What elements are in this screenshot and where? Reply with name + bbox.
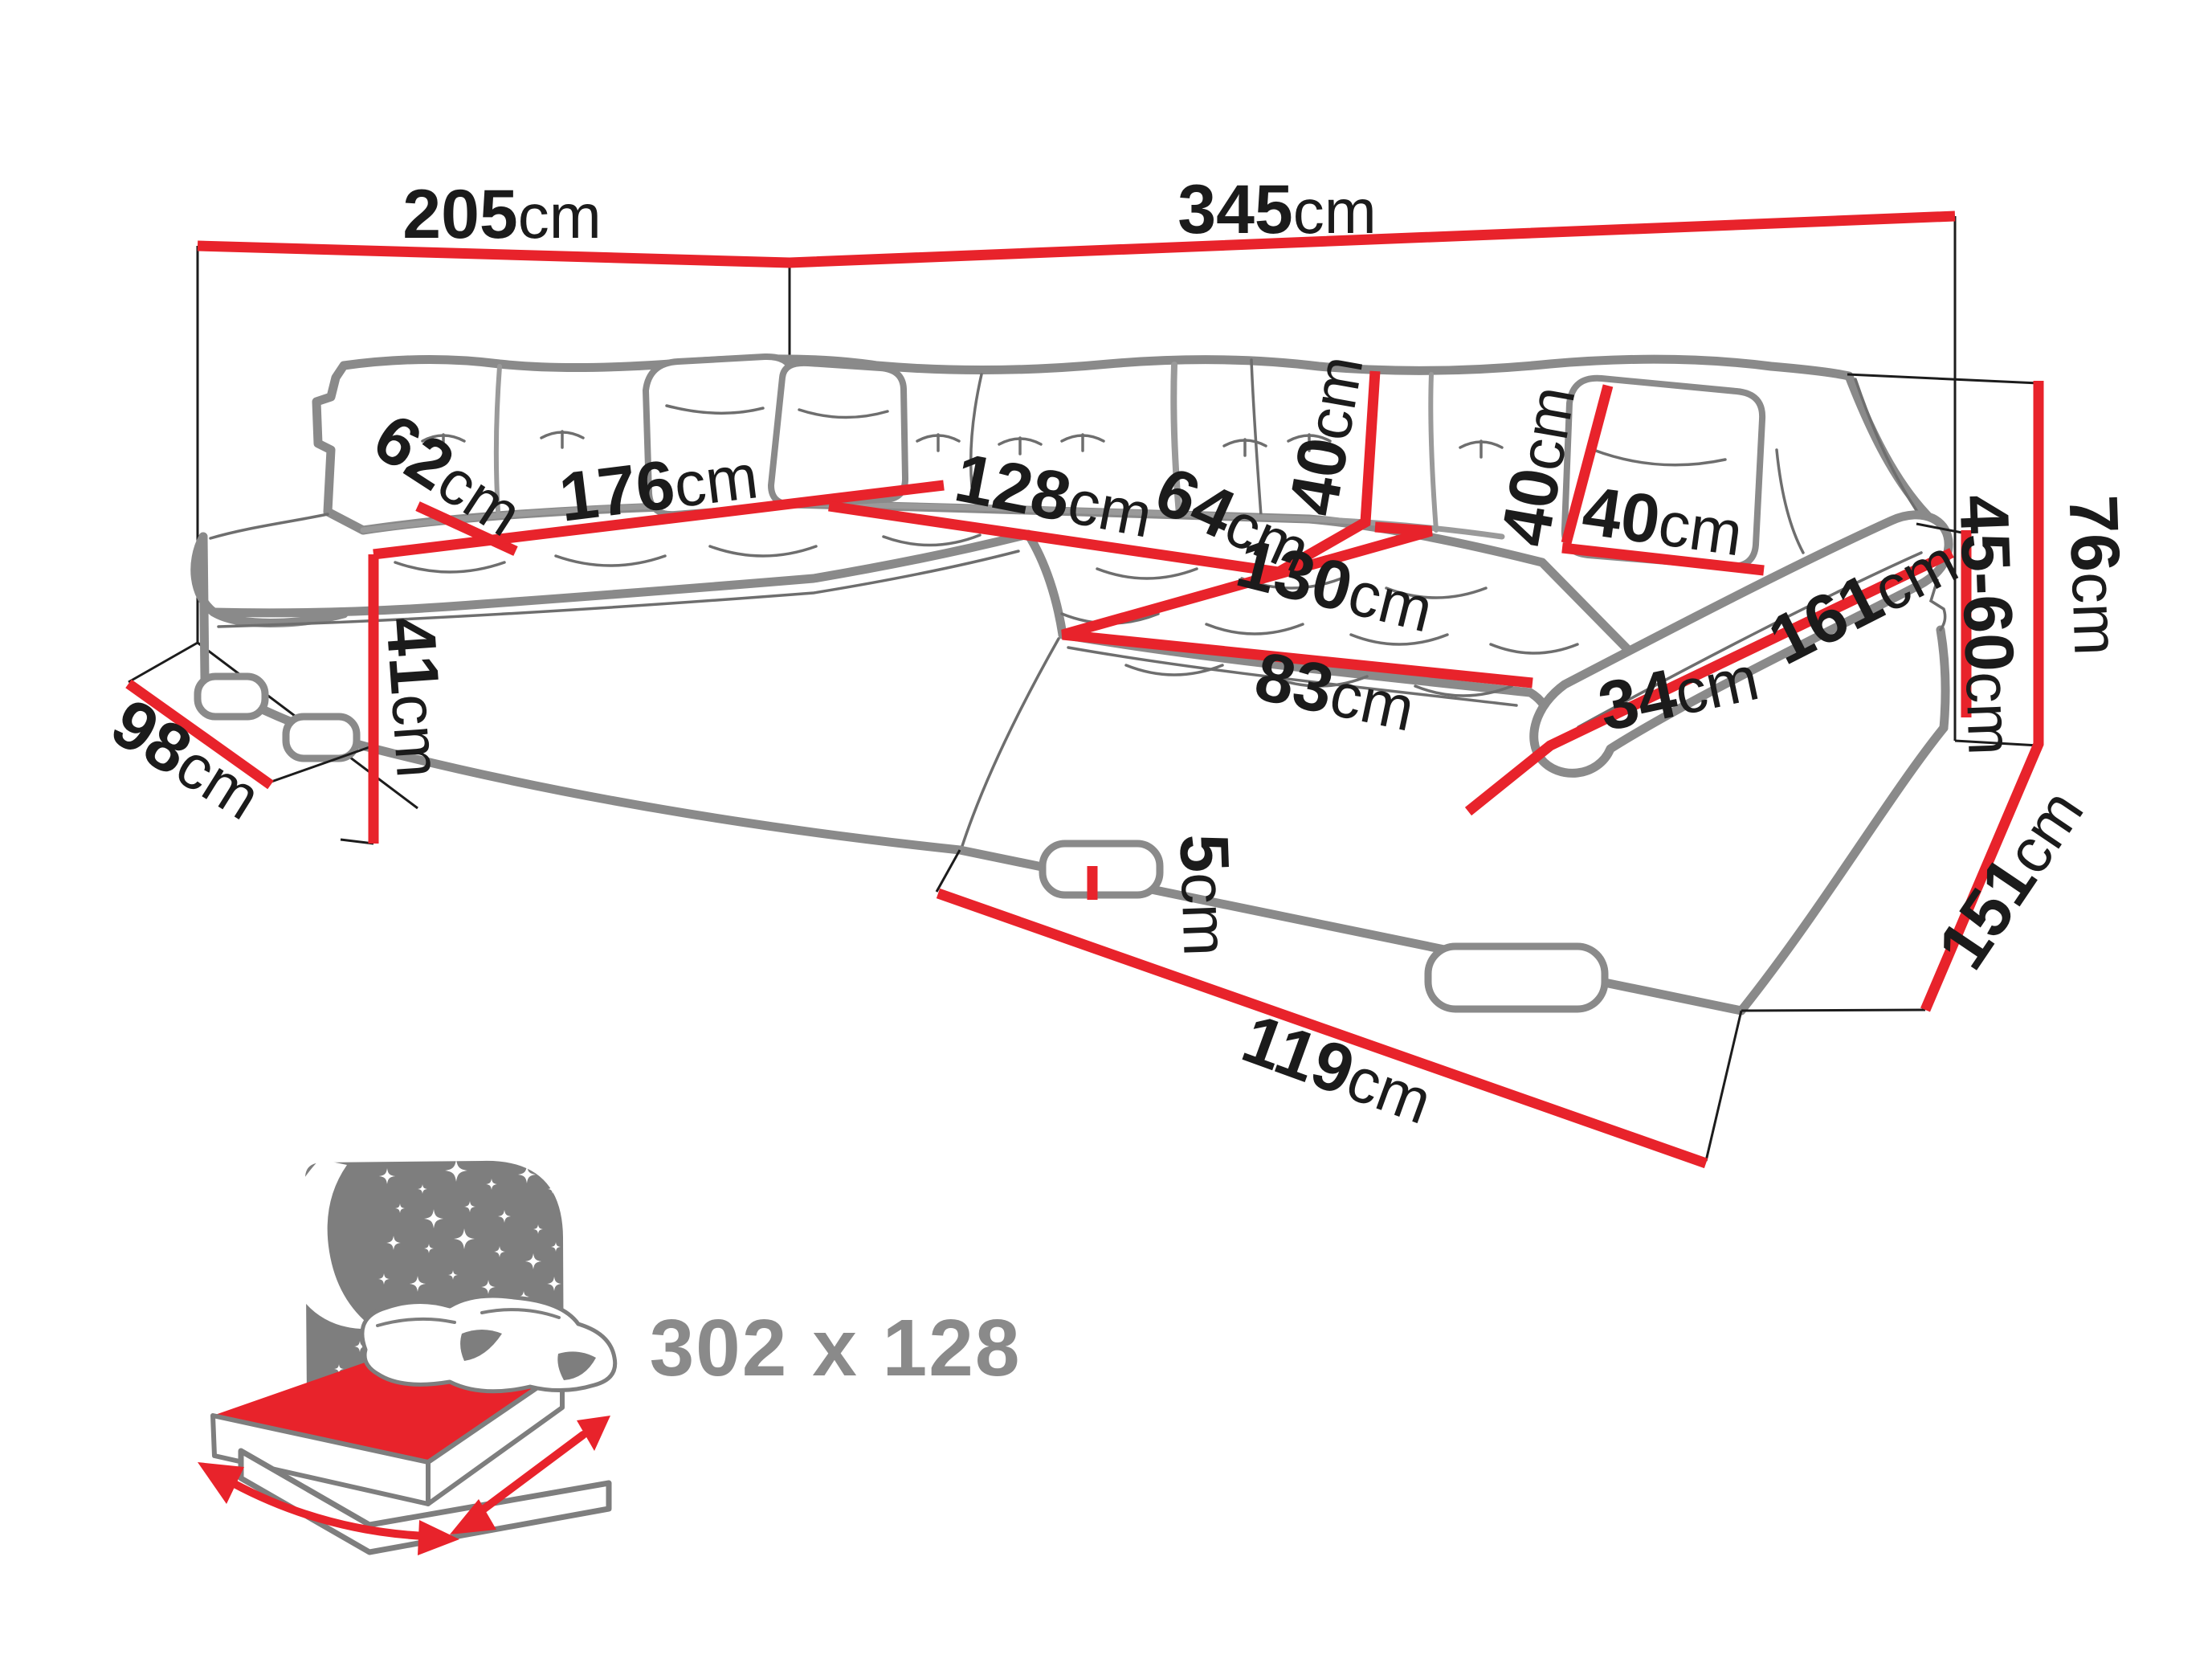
sofa-right-side-edge <box>1936 625 1950 733</box>
seat-tuft-marks <box>394 533 1579 697</box>
dim-label-back-total-width: 345cm <box>1177 171 1376 248</box>
armrest-crease <box>1577 551 1923 729</box>
backrest-seam <box>493 364 502 513</box>
dimension-line-chaise-front-width <box>936 888 1708 1169</box>
chaise-piping <box>1067 646 1518 707</box>
backrest-seam <box>1170 362 1182 517</box>
duvet-fold <box>557 1351 596 1380</box>
backrest-seam <box>1428 372 1439 533</box>
pillow-crease <box>798 408 889 419</box>
left-cushion-edge <box>209 513 329 540</box>
pillow-crease <box>1592 448 1727 467</box>
arrowhead <box>418 1520 459 1555</box>
dim-label-left-seat-length: 176cm <box>555 435 761 536</box>
ext-total-height-top <box>1847 373 2039 385</box>
ext-chaise-side-bottom <box>1741 1008 1926 1012</box>
dimension-line-wall-widths <box>197 210 1956 268</box>
dimension-line-back-seat-length <box>828 370 1381 578</box>
dim-label-chaise-front-width: 119cm <box>1233 999 1443 1138</box>
dimension-arrow-width <box>229 1479 428 1540</box>
seat-front-edge-long <box>209 529 1033 618</box>
dim-label-backrest-height: 40cm <box>1274 349 1377 521</box>
dimension-line-total-height-side <box>1920 381 2044 1012</box>
moon-crescent <box>282 1159 374 1330</box>
backrest-seam <box>969 373 983 488</box>
pillow-crease <box>665 404 765 415</box>
dimension-lines <box>125 210 2044 1169</box>
sofa-bottom-right-edge <box>1737 723 1949 1015</box>
dimension-line-left-side-depth <box>125 679 274 790</box>
extension-lines <box>128 373 2039 1162</box>
dimension-line-left-seat-length <box>373 480 945 560</box>
dimension-line-chaise-depth-front <box>1061 521 1533 689</box>
sofa-leg <box>1039 840 1164 899</box>
dim-label-total-height: 76cm <box>2055 494 2137 657</box>
backrest-seam <box>1250 358 1263 517</box>
seat-piping <box>217 550 1020 628</box>
sofa-leg <box>194 672 269 721</box>
dim-label-pillow-width: 40cm <box>1578 472 1748 571</box>
armrest-step <box>1928 578 1947 631</box>
dim-label-seat-height: 41cm <box>371 615 459 780</box>
ext-left-depth-bottom <box>268 746 370 784</box>
arrowhead <box>577 1416 610 1451</box>
dim-label-armrest-width: 34cm <box>1592 637 1765 746</box>
pillow-crease <box>376 1317 456 1327</box>
arrowhead <box>198 1462 244 1504</box>
chaise-left-edge <box>1023 529 1067 639</box>
sleeping-area-label: 302 x 128 <box>650 1303 1022 1393</box>
bed-base-edge <box>239 1449 611 1528</box>
ext-chaise-front-right <box>1704 1010 1743 1162</box>
dim-label-leg-height: 5cm <box>1165 832 1246 957</box>
ext-chaise-front-left <box>935 849 961 893</box>
seat-back-junction <box>360 501 1505 540</box>
ext-seat-height-bottom <box>340 838 374 845</box>
backrest-seam <box>1775 448 1805 554</box>
sofa-leg <box>282 713 361 762</box>
duvet-fold <box>460 1330 502 1361</box>
sofa-left-side-edge <box>198 532 210 684</box>
chaise-face-crease <box>960 637 1060 850</box>
dim-label-pillow-height: 40cm <box>1486 380 1590 551</box>
dimension-arrow-length <box>471 1431 587 1519</box>
bed-pictogram <box>198 1293 618 1555</box>
arrowhead <box>450 1499 496 1534</box>
backrest-corner-edge <box>1854 378 1926 524</box>
dimension-line-armrest <box>1464 548 1954 816</box>
sofa-leg <box>1424 942 1609 1013</box>
sleeping-function-icon: 302 x 128 <box>198 1159 1022 1555</box>
corner-pillow <box>768 359 908 508</box>
mattress-right-face <box>426 1368 565 1506</box>
dimension-line-pillow-width <box>1561 542 1765 576</box>
ext-total-height-bottom <box>1954 739 2039 747</box>
ext-armrest-height-top <box>1916 522 1967 535</box>
dim-label-armrest-height: 45-60cm <box>1945 493 2030 756</box>
dim-label-wall-left-width: 205cm <box>402 176 601 253</box>
ext-left-depth-top <box>128 641 198 684</box>
backrest-tuft-marks <box>421 430 1504 459</box>
pillow-crease <box>480 1308 561 1319</box>
dimension-line-pillow-height <box>1561 384 1614 545</box>
dim-label-chaise-seat-front: 83cm <box>1249 637 1422 746</box>
